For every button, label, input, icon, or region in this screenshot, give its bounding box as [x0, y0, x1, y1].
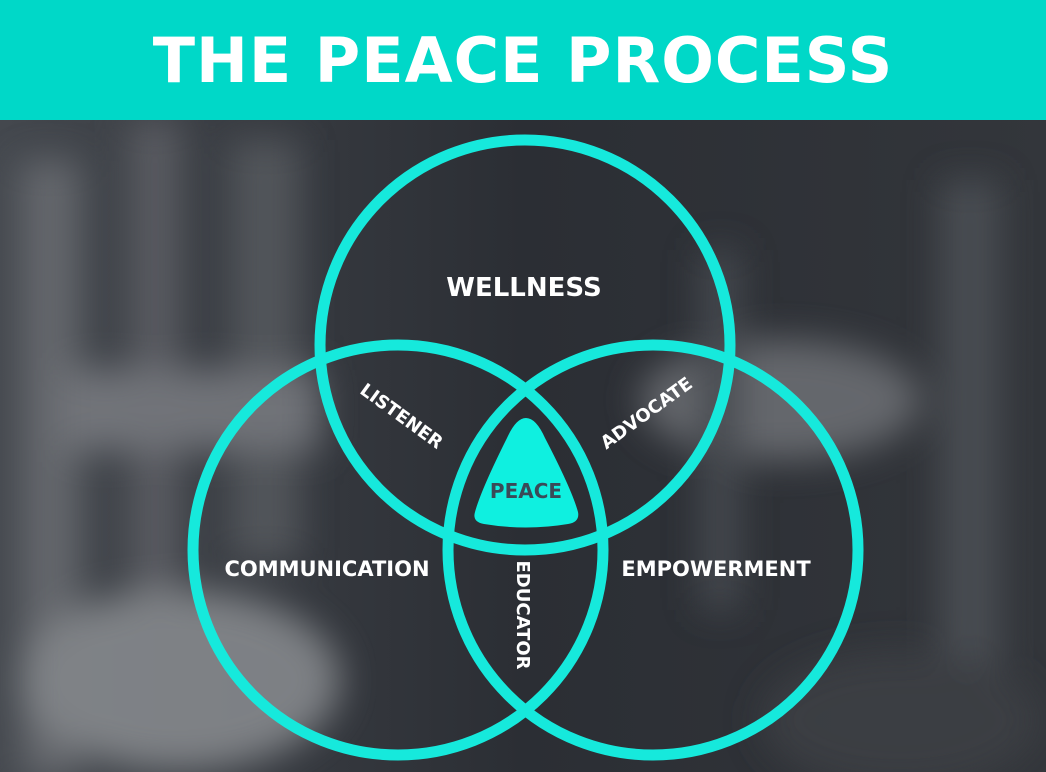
label-educator: EDUCATOR: [512, 560, 533, 669]
venn-circle-wellness: [314, 134, 736, 556]
label-listener: LISTENER: [356, 380, 447, 454]
label-empowerment: EMPOWERMENT: [621, 557, 811, 581]
background-photo: [0, 120, 1046, 772]
page-title: THE PEACE PROCESS: [152, 23, 894, 97]
label-peace: PEACE: [490, 479, 562, 503]
label-communication: COMMUNICATION: [224, 557, 429, 581]
venn-circle-empowerment: [442, 339, 864, 761]
title-banner: THE PEACE PROCESS: [0, 0, 1046, 120]
label-wellness: WELLNESS: [446, 273, 601, 303]
venn-circle-communication: [187, 339, 609, 761]
label-advocate: ADVOCATE: [597, 373, 697, 454]
peace-center-shape: [474, 418, 579, 528]
